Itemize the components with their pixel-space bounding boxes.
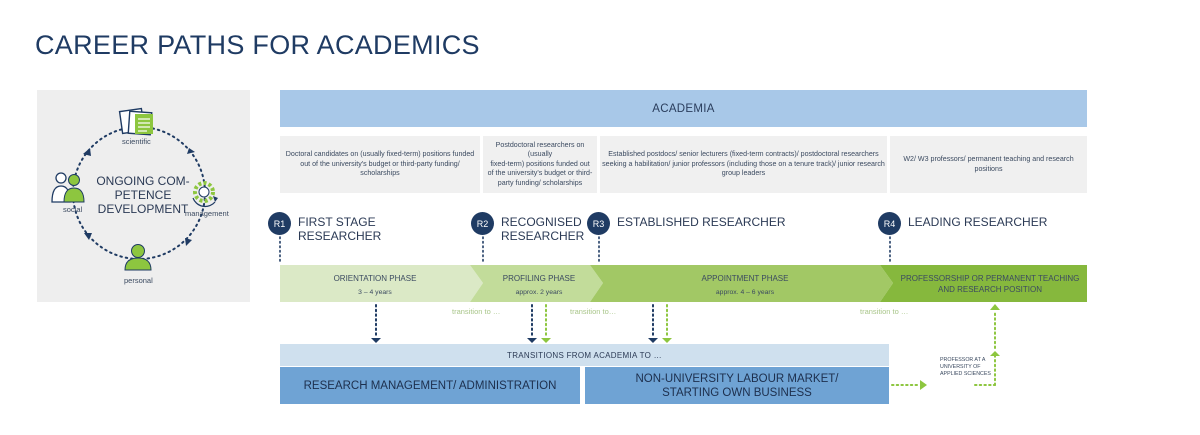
stage-badge-r3: R3: [587, 212, 610, 235]
description-doctoral: Doctoral candidates on (usually fixed-te…: [280, 136, 480, 193]
group-icon: [51, 172, 85, 203]
transition-label-3: transition to …: [860, 307, 909, 316]
page-title: CAREER PATHS FOR ACADEMICS: [35, 30, 480, 60]
transition-label-2: transition to…: [570, 307, 617, 316]
professor-note: PROFESSOR AT A UNIVERSITY OF APPLIED SCI…: [940, 357, 991, 377]
label-personal: personal: [124, 276, 153, 285]
description-leading: W2/ W3 professors/ permanent teaching an…: [890, 136, 1087, 193]
stage-badge-r4: R4: [878, 212, 901, 235]
stage-badge-r1: R1: [268, 212, 291, 235]
academia-header: ACADEMIA: [280, 90, 1087, 127]
phase-band-professorship: [880, 265, 1087, 302]
phase-band-appointment: [590, 265, 893, 302]
competence-center-text: ONGOING COM- PETENCE DEVELOPMENT: [96, 174, 190, 216]
phase-professorship: PROFESSORSHIP OR PERMANENT TEACHING AND …: [900, 274, 1080, 294]
transition-label-1: transition to …: [452, 307, 501, 316]
exit-non-university: NON-UNIVERSITY LABOUR MARKET/STARTING OW…: [585, 367, 889, 404]
transition-arrows-green: [545, 304, 668, 337]
stage-dotted-lines: [279, 236, 891, 263]
label-social: social: [63, 205, 83, 214]
stage-title-r3: ESTABLISHED RESEARCHER: [617, 215, 786, 229]
label-scientific: scientific: [122, 137, 151, 146]
person-icon: [124, 244, 152, 271]
label-management: management: [185, 209, 229, 218]
phase-appointment: APPOINTMENT PHASE approx. 4 – 6 years: [701, 274, 789, 296]
competence-cycle-graphic: [51, 107, 218, 271]
stage-badge-r2: R2: [471, 212, 494, 235]
phase-profiling: PROFILING PHASE approx. 2 years: [502, 274, 576, 296]
stage-title-r4: LEADING RESEARCHER: [908, 215, 1048, 229]
exit-research-management: RESEARCH MANAGEMENT/ ADMINISTRATION: [280, 367, 580, 404]
documents-icon: [118, 107, 153, 136]
professor-return-path: [891, 311, 996, 386]
phase-band-profiling: [470, 265, 603, 302]
transitions-header: TRANSITIONS FROM ACADEMIA TO …: [280, 344, 889, 366]
gears-icon: [192, 181, 218, 208]
transition-arrows-navy: [375, 304, 654, 337]
phase-orientation: ORIENTATION PHASE 3 – 4 years: [333, 274, 417, 296]
description-established: Established postdocs/ senior lecturers (…: [600, 136, 887, 193]
phase-band-orientation: [280, 265, 483, 302]
